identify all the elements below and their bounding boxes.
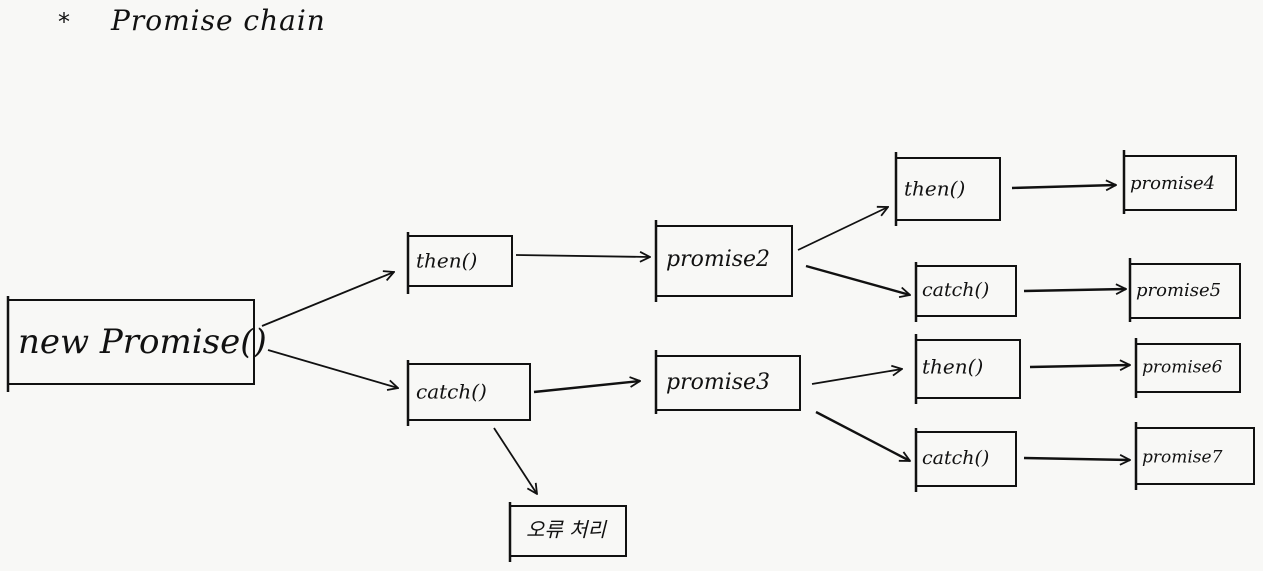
node-promise7: promise7 [1134,422,1255,490]
edge-promise3-to-then [811,369,902,385]
node-then-3: then() [914,334,1021,404]
edge-catch-to-error-handling [493,427,537,494]
node-promise2-label: promise2 [666,247,770,272]
node-new-promise-label: new Promise() [18,322,267,362]
edge-catch-to-promise7 [1023,458,1130,460]
node-error-handling: 오류 처리 [508,502,627,562]
title-bullet: * [58,8,71,36]
node-promise2: promise2 [654,220,793,302]
node-new-promise: new Promise() [6,296,267,392]
node-catch-2: catch() [914,262,1017,322]
node-catch-2-label: catch() [922,279,989,301]
node-promise6-label: promise6 [1142,358,1223,378]
edge-catch-to-promise5 [1023,289,1126,291]
node-promise4-label: promise4 [1130,173,1215,194]
edge-catch-to-promise3 [533,381,640,394]
node-catch-1-label: catch() [416,380,487,404]
edge-then-to-promise4 [1011,185,1116,188]
node-then-1: then() [406,232,513,294]
node-catch-3: catch() [914,428,1017,492]
node-promise3: promise3 [654,350,801,414]
node-then-2: then() [894,152,1001,226]
node-catch-1: catch() [406,360,531,426]
node-promise4: promise4 [1122,150,1237,214]
node-catch-3-label: catch() [922,447,989,469]
node-promise5-label: promise5 [1136,280,1221,301]
node-promise3-label: promise3 [666,370,770,395]
edges [261,185,1130,494]
node-promise5: promise5 [1128,258,1241,322]
edge-new-promise-to-catch [267,349,398,388]
edge-then-to-promise2 [515,255,650,257]
edge-then-to-promise6 [1029,365,1130,367]
edge-new-promise-to-then [261,272,394,327]
diagram-title: * Promise chain [58,4,326,37]
node-promise7-label: promise7 [1142,448,1223,468]
node-then-1-label: then() [416,249,477,273]
edge-promise2-to-then [797,207,888,251]
title-text: Promise chain [111,4,326,37]
edge-promise3-to-catch [815,410,910,463]
node-error-handling-label: 오류 처리 [526,518,608,542]
node-promise6: promise6 [1134,338,1241,398]
node-then-3-label: then() [922,355,983,379]
node-then-2-label: then() [904,177,965,201]
edge-promise2-to-catch [805,264,910,295]
